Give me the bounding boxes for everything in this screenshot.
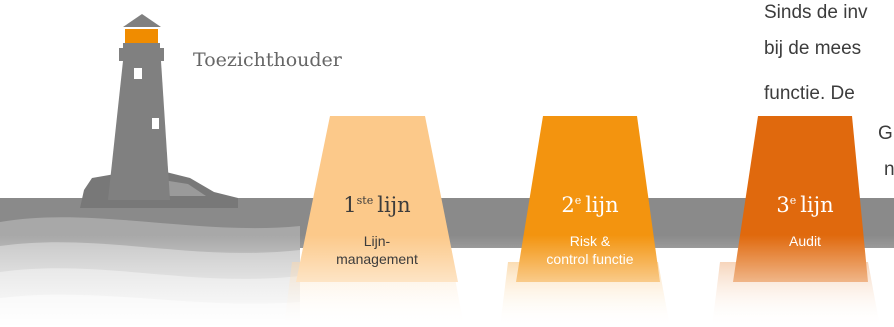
lighthouse-icon <box>108 14 170 200</box>
tier-2-desc-line-1: Risk & <box>570 233 611 249</box>
paragraph-line-5: n <box>884 159 894 180</box>
tier-1-word: lijn <box>377 193 410 217</box>
tier-3-desc-line-1: Audit <box>789 233 821 249</box>
supervisor-label: Toezichthouder <box>193 49 343 71</box>
tier-2-number: 2 <box>561 193 574 217</box>
paragraph-line-2: bij de mees <box>764 38 862 59</box>
tier-3-number: 3 <box>776 193 789 217</box>
tier-1-number: 1 <box>343 193 356 217</box>
tier-1-suffix: ste <box>357 194 374 207</box>
tier-3-word: lijn <box>800 193 833 217</box>
tier-1-desc-line-2: management <box>336 251 418 267</box>
bottom-fade <box>0 235 894 327</box>
paragraph-line-4: G <box>878 123 893 144</box>
paragraph-line-3: functie. De <box>764 83 855 104</box>
tier-2-suffix: e <box>575 194 582 207</box>
paragraph-line-1: Sinds de inv <box>764 2 868 23</box>
tier-1-desc-line-1: Lijn- <box>364 233 391 249</box>
tier-2-word: lijn <box>585 193 618 217</box>
tier-2-desc-line-2: control functie <box>546 251 633 267</box>
tier-3-suffix: e <box>790 194 797 207</box>
